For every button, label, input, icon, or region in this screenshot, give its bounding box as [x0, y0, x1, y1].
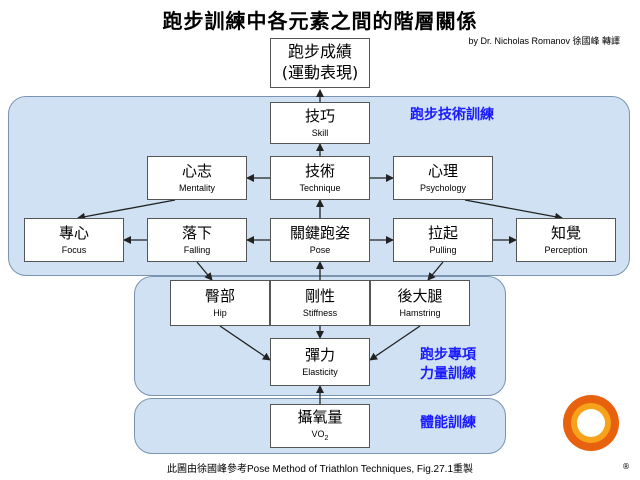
pose-label-en: Pose: [309, 244, 331, 255]
registered-mark: ®: [622, 462, 630, 471]
mentality-node: 心志 Mentality: [147, 156, 247, 200]
strength-training-label-line1: 跑步專項: [420, 347, 476, 363]
vo2-label-zh: 攝氧量: [297, 407, 343, 426]
pulling-label-zh: 拉起: [427, 223, 458, 242]
page-title: 跑步訓練中各元素之間的階層關係: [162, 9, 478, 33]
strength-training-label-line2: 力量訓練: [420, 365, 476, 382]
performance-label: 跑步成績: [287, 42, 352, 62]
perception-label-en: Perception: [544, 244, 588, 255]
elasticity-label-en: Elasticity: [302, 366, 338, 377]
byline: by Dr. Nicholas Romanov 徐國峰 轉譯: [468, 36, 620, 46]
falling-label-zh: 落下: [181, 223, 212, 242]
falling-label-en: Falling: [183, 244, 211, 255]
performance-sublabel: (運動表現): [281, 63, 359, 82]
pose-node: 關鍵跑姿 Pose: [270, 218, 370, 262]
elasticity-node: 彈力 Elasticity: [270, 338, 370, 386]
vo2-label-en: VO2: [312, 429, 329, 443]
hamstring-label-zh: 後大腿: [397, 286, 443, 305]
performance-node: 跑步成績 (運動表現): [270, 38, 370, 88]
arrow-hip-to-elasticity: [219, 325, 271, 361]
technique-label-zh: 技術: [304, 161, 335, 180]
arrow-pulling-to-hamstring: [427, 261, 444, 281]
hip-label-zh: 臀部: [204, 286, 235, 305]
stiffness-node: 剛性 Stiffness: [270, 280, 370, 326]
vo2-node: 攝氧量 VO2: [270, 404, 370, 448]
focus-label-en: Focus: [61, 244, 87, 255]
footer-credit: 此圖由徐國峰參考Pose Method of Triathlon Techniq…: [166, 464, 474, 475]
hip-node: 臀部 Hip: [170, 280, 270, 326]
stiffness-label-en: Stiffness: [302, 307, 338, 318]
arrow-mentality-to-focus: [77, 199, 176, 221]
focus-node: 專心 Focus: [24, 218, 124, 262]
vo2-label-en-prefix: VO: [311, 429, 325, 440]
fitness-training-label: 體能訓練: [420, 415, 476, 431]
psychology-label-en: Psychology: [419, 182, 467, 193]
falling-node: 落下 Falling: [147, 218, 247, 262]
mentality-label-zh: 心志: [181, 161, 212, 180]
orange-ring-logo-icon: [563, 395, 619, 451]
skill-label-en: Skill: [311, 127, 329, 138]
arrow-falling-to-hip: [196, 261, 213, 281]
skill-node: 技巧 Skill: [270, 102, 370, 144]
pulling-node: 拉起 Pulling: [393, 218, 493, 262]
skill-label-zh: 技巧: [304, 106, 335, 125]
vo2-label-en-sub: 2: [324, 435, 329, 442]
hip-label-en: Hip: [213, 307, 227, 318]
focus-label-zh: 專心: [58, 223, 89, 242]
technique-training-label: 跑步技術訓練: [410, 107, 494, 123]
psychology-label-zh: 心理: [427, 161, 458, 180]
arrow-hamstring-to-elasticity: [369, 325, 421, 361]
strength-training-label: 跑步專項 力量訓練: [398, 346, 498, 384]
stiffness-label-zh: 剛性: [304, 286, 335, 305]
perception-label-zh: 知覺: [550, 223, 581, 242]
technique-node: 技術 Technique: [270, 156, 370, 200]
pulling-label-en: Pulling: [429, 244, 457, 255]
arrow-psychology-to-perception: [464, 199, 563, 221]
elasticity-label-zh: 彈力: [304, 345, 335, 364]
psychology-node: 心理 Psychology: [393, 156, 493, 200]
hamstring-label-en: Hamstring: [399, 307, 441, 318]
pose-label-zh: 關鍵跑姿: [289, 223, 350, 242]
perception-node: 知覺 Perception: [516, 218, 616, 262]
hamstring-node: 後大腿 Hamstring: [370, 280, 470, 326]
mentality-label-en: Mentality: [178, 182, 215, 193]
technique-label-en: Technique: [299, 182, 341, 193]
